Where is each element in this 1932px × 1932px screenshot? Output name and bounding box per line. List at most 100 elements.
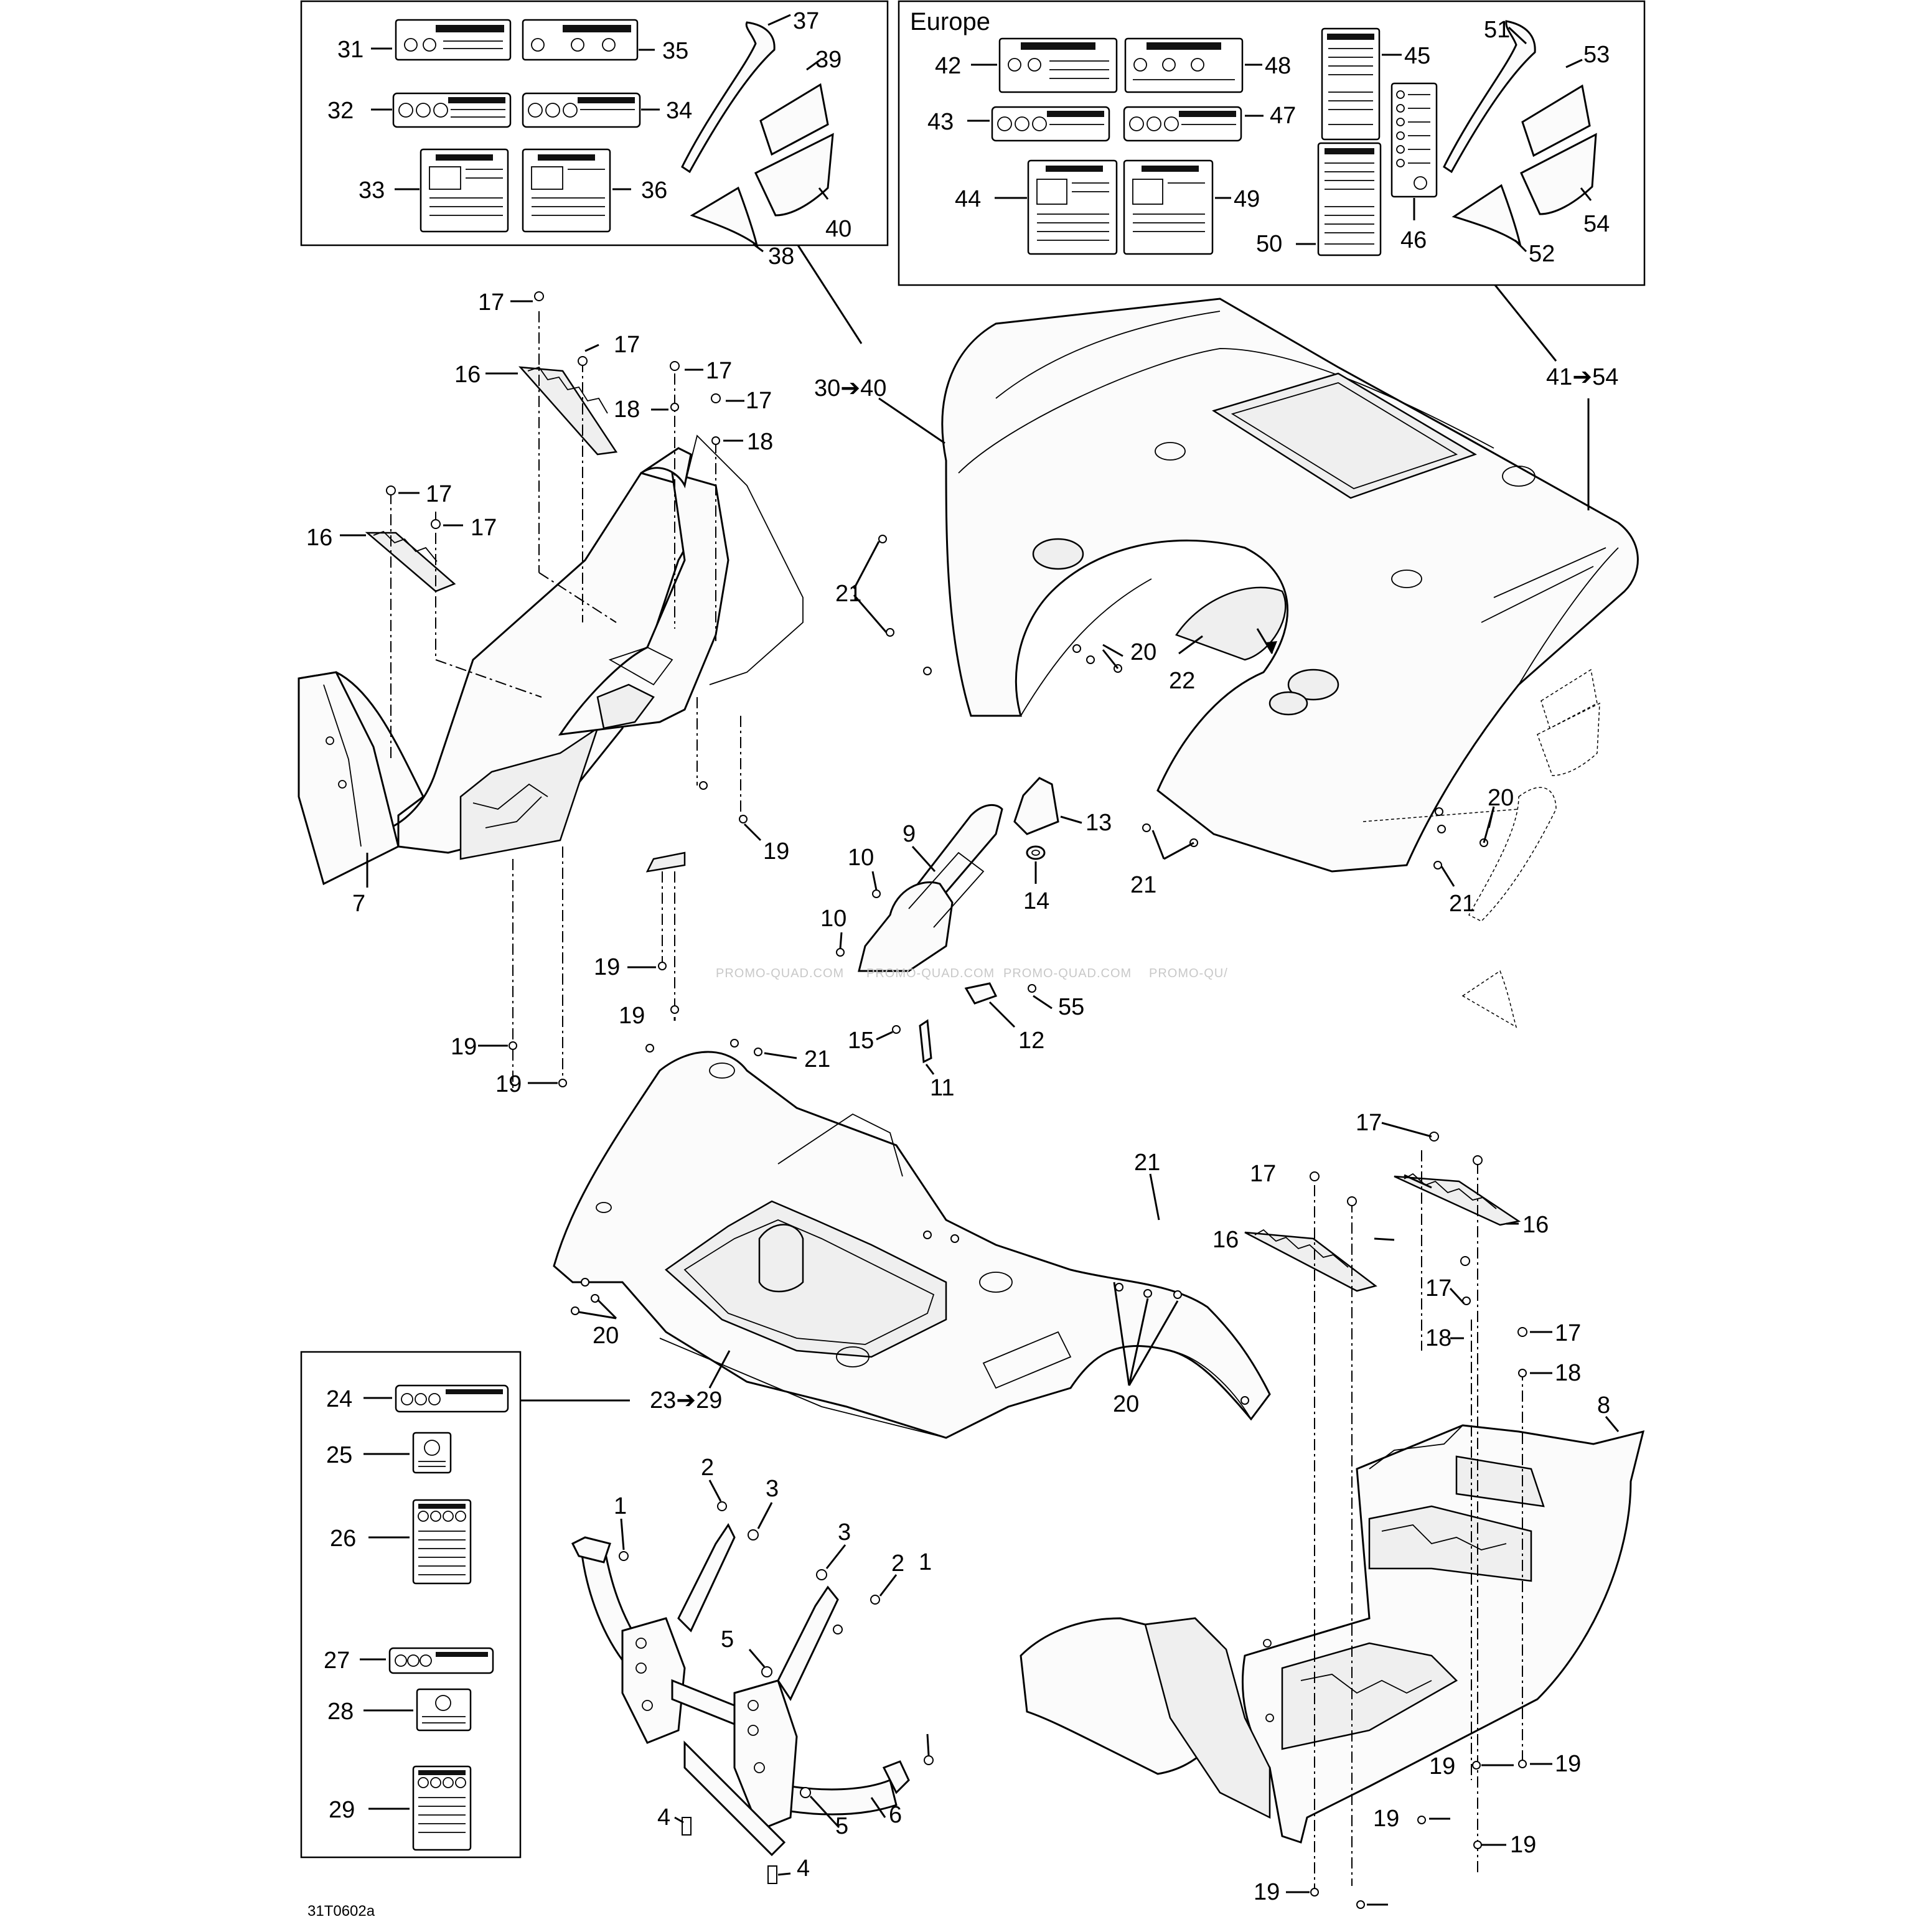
group-label-41-54: 41➔54 <box>1546 364 1618 390</box>
mud-flap-39 <box>759 83 829 156</box>
callout-16-b: 16 <box>306 525 332 551</box>
assembly-lines-left <box>390 311 741 1090</box>
callout-4-a: 4 <box>657 1804 670 1831</box>
decal-43 <box>991 106 1110 142</box>
decal-25 <box>412 1432 452 1474</box>
decal-46 <box>1390 82 1438 198</box>
callout-37: 37 <box>793 8 819 34</box>
callout-52: 52 <box>1529 241 1555 267</box>
callout-13: 13 <box>1086 810 1112 836</box>
callout-25: 25 <box>326 1442 352 1468</box>
callout-19-j: 19 <box>1254 1879 1280 1905</box>
callout-15: 15 <box>848 1028 874 1054</box>
callout-54: 54 <box>1583 211 1610 237</box>
footrest-strip-16a <box>518 366 618 456</box>
callout-39: 39 <box>815 47 842 73</box>
watermark-1: PROMO-QUAD.COM <box>716 967 844 980</box>
decal-kit-box-rear <box>300 0 889 248</box>
footrest-strip-16b <box>365 530 456 593</box>
decal-kit-box-front <box>300 1351 522 1859</box>
decal-33 <box>420 148 509 233</box>
callout-17-i: 17 <box>1425 1275 1451 1301</box>
callout-19-f: 19 <box>1429 1753 1455 1780</box>
callout-35: 35 <box>662 38 688 64</box>
callout-18-d: 18 <box>1555 1360 1581 1386</box>
decal-45 <box>1321 27 1381 141</box>
footrest-strip-16d <box>1394 1173 1521 1226</box>
callout-12: 12 <box>1018 1028 1044 1054</box>
trim-52 <box>1451 184 1522 246</box>
callout-24: 24 <box>326 1386 352 1412</box>
decal-27 <box>388 1647 494 1674</box>
footrest-strip-16c <box>1244 1229 1377 1292</box>
decal-50 <box>1317 142 1382 256</box>
trim-strip-51 <box>1443 20 1536 174</box>
front-fender-assembly <box>553 1051 1271 1439</box>
decal-49 <box>1123 159 1214 255</box>
decal-31 <box>395 19 512 61</box>
callout-2-b: 2 <box>891 1550 904 1577</box>
watermark-4: PROMO-QU/ <box>1149 967 1228 980</box>
region-label: Europe <box>910 8 990 35</box>
callout-17-c: 17 <box>706 358 732 384</box>
callout-55: 55 <box>1058 994 1084 1020</box>
callout-43: 43 <box>927 109 954 135</box>
callout-46: 46 <box>1400 227 1427 253</box>
decal-26 <box>412 1499 472 1585</box>
group-label-23-29: 23➔29 <box>650 1387 722 1414</box>
callout-3-b: 3 <box>838 1519 851 1545</box>
watermark-3: PROMO-QUAD.COM <box>1003 967 1132 980</box>
callout-40: 40 <box>825 216 851 242</box>
decal-24 <box>395 1384 509 1413</box>
rear-fender-assembly <box>941 298 1639 873</box>
callout-47: 47 <box>1270 103 1296 129</box>
callout-32: 32 <box>327 98 354 124</box>
callout-10-a: 10 <box>848 845 874 871</box>
callout-17-h: 17 <box>1250 1161 1276 1187</box>
group-label-30-40: 30➔40 <box>814 375 886 401</box>
callout-17-d: 17 <box>746 388 772 414</box>
callout-7: 7 <box>352 891 365 917</box>
callout-5-b: 5 <box>835 1813 848 1839</box>
front-bracket-left <box>621 1523 736 1744</box>
decal-kit-box-europe: Europe <box>898 0 1646 286</box>
decal-28 <box>416 1688 472 1732</box>
mud-flap-54 <box>1520 133 1597 215</box>
callout-26: 26 <box>330 1526 356 1552</box>
callout-19-h: 19 <box>1373 1806 1399 1832</box>
clip-11 <box>919 1019 932 1064</box>
callout-20-a: 20 <box>1130 639 1156 665</box>
callout-34: 34 <box>666 98 692 124</box>
callout-44: 44 <box>955 186 981 212</box>
drawing-reference: 31T0602a <box>307 1903 375 1920</box>
callout-49: 49 <box>1234 186 1260 212</box>
right-footrest-8 <box>1020 1424 1645 1844</box>
callout-21-a: 21 <box>835 581 861 607</box>
callout-labels: 31 35 32 34 33 36 37 39 40 38 42 48 45 4… <box>306 8 1618 1905</box>
callout-18-a: 18 <box>614 396 640 423</box>
callout-17-b: 17 <box>614 332 640 358</box>
callout-38: 38 <box>768 243 794 270</box>
callout-21-c: 21 <box>1449 891 1475 917</box>
callout-20-c: 20 <box>593 1323 619 1349</box>
callout-11: 11 <box>930 1075 954 1101</box>
fasteners-bottom <box>619 1501 934 1884</box>
decal-47 <box>1123 106 1242 142</box>
callout-18-b: 18 <box>747 429 773 455</box>
trim-38 <box>690 186 759 248</box>
callout-6: 6 <box>889 1802 902 1828</box>
callout-33: 33 <box>359 177 385 204</box>
callout-53: 53 <box>1583 42 1610 68</box>
callout-18-c: 18 <box>1425 1325 1451 1351</box>
decal-32 <box>392 92 512 128</box>
callout-27: 27 <box>324 1648 350 1674</box>
callout-5-a: 5 <box>721 1626 734 1653</box>
callout-21-e: 21 <box>1134 1150 1160 1176</box>
callout-21-d: 21 <box>804 1046 830 1072</box>
callout-14: 14 <box>1023 888 1049 914</box>
decal-29 <box>412 1765 472 1851</box>
callout-8: 8 <box>1597 1392 1610 1419</box>
decal-36 <box>522 148 611 233</box>
decal-34 <box>522 92 641 128</box>
mud-flap-53 <box>1521 84 1591 157</box>
